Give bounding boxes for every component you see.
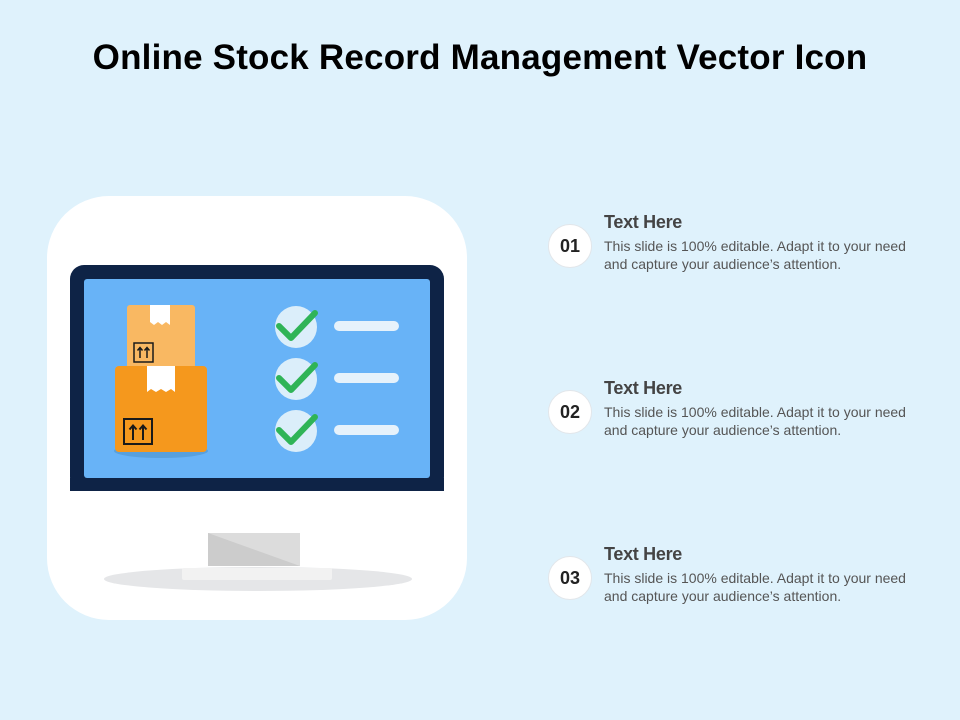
checkmark-icon [276,362,318,393]
list-item: 03 Text Here This slide is 100% editable… [548,532,928,612]
stand-neck-shade [208,533,300,566]
boxes-icon [114,305,208,458]
top-box-tape [150,305,170,325]
monitor-bottom-edge [70,478,444,491]
check-line-3 [334,425,399,435]
item-description: This slide is 100% editable. Adapt it to… [604,404,906,438]
item-description: This slide is 100% editable. Adapt it to… [604,238,906,272]
check-line-1 [334,321,399,331]
top-box-label [133,342,154,363]
checklist [275,306,399,452]
bottom-box-tape [147,366,175,392]
check-circle-3 [275,410,317,452]
checkmark-icon [276,414,318,445]
item-number-badge: 03 [548,556,592,600]
check-line-2 [334,373,399,383]
list-item: 01 Text Here This slide is 100% editable… [548,200,928,280]
item-title: Text Here [604,378,683,398]
checkmark-icon [276,310,318,341]
item-number-badge: 02 [548,390,592,434]
item-title: Text Here [604,544,683,564]
stand-base [182,568,332,580]
bottom-box-arrows [128,423,148,440]
item-number-badge: 01 [548,224,592,268]
check-circle-2 [275,358,317,400]
list-item: 02 Text Here This slide is 100% editable… [548,366,928,446]
bottom-box [115,366,207,452]
top-box [127,305,195,369]
item-title: Text Here [604,212,683,232]
page-title: Online Stock Record Management Vector Ic… [92,38,868,77]
top-box-arrows [136,346,151,358]
check-circle-1 [275,306,317,348]
item-description: This slide is 100% editable. Adapt it to… [604,570,906,604]
bottom-box-label [123,418,153,445]
